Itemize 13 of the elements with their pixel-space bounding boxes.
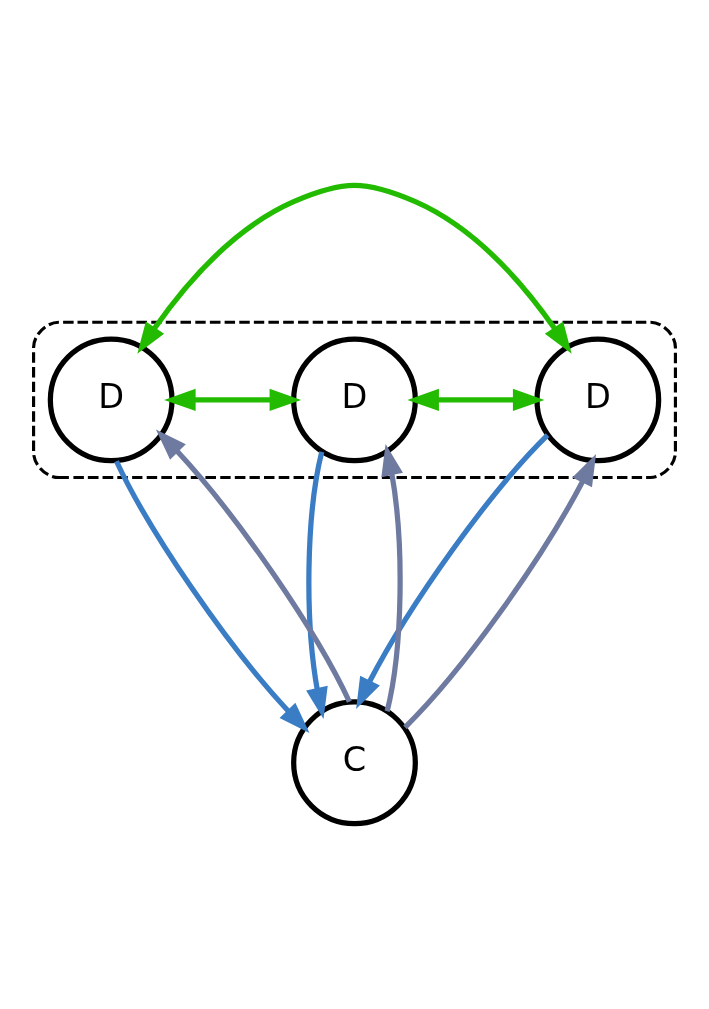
node-circle: D bbox=[534, 336, 662, 464]
node-circle: D bbox=[47, 336, 175, 464]
arrow bbox=[356, 433, 550, 709]
node-circle: D bbox=[291, 336, 418, 464]
arrow bbox=[381, 444, 403, 712]
arrow bbox=[407, 388, 545, 411]
arrow bbox=[114, 460, 310, 733]
arrow bbox=[403, 454, 597, 730]
arrow bbox=[164, 388, 302, 411]
arrow bbox=[137, 182, 572, 354]
arrow bbox=[155, 429, 352, 703]
arrow bbox=[306, 451, 328, 719]
node-circle: C bbox=[291, 699, 418, 827]
